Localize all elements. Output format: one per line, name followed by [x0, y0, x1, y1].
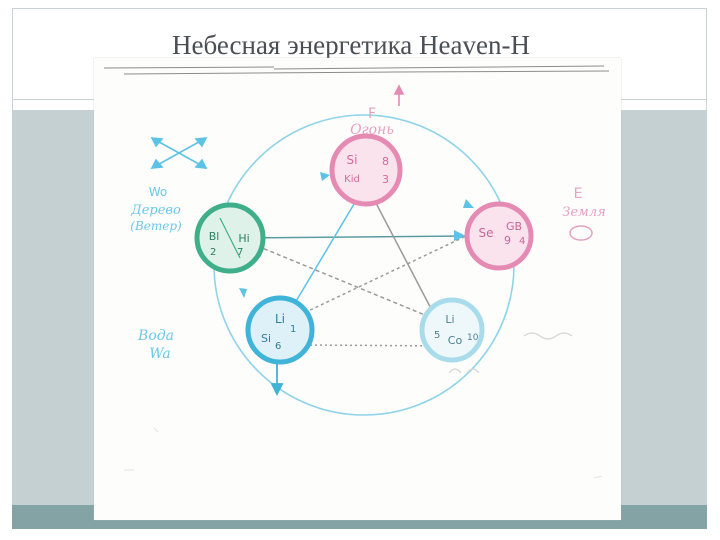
- earth-left-label: Se: [479, 226, 494, 240]
- metal-bottom-label: Co: [448, 334, 463, 347]
- slide-title: Небесная энергетика Heaven-H: [172, 30, 530, 60]
- fire-node: Si Kid 8 3: [329, 133, 403, 207]
- water-caption-word: Вода: [137, 328, 174, 344]
- fire-caption-letter: F: [368, 106, 376, 122]
- scan-lines: [103, 65, 610, 75]
- earth-node: Se GB 9 4: [464, 201, 534, 271]
- wood-node: Bl Hi 2 7: [194, 202, 266, 274]
- fire-caption-word: Огонь: [350, 122, 394, 138]
- wood-number-2: 7: [237, 247, 243, 258]
- water-top-label: Li: [275, 312, 285, 326]
- star-lines: [237, 183, 467, 347]
- earth-caption-word: Земля: [562, 205, 605, 220]
- water-node: Li Si 1 6: [245, 295, 315, 365]
- metal-top-label: Li: [445, 313, 454, 326]
- wood-caption-word: Дерево: [130, 203, 181, 218]
- metal-node: Li Co 5 10: [419, 297, 485, 363]
- diagram-photo: Si Kid 8 3 F Огонь Se GB 9 4 E Земля Li …: [94, 58, 621, 520]
- wood-right-label: Hi: [238, 232, 249, 245]
- earth-number-1: 9: [504, 234, 511, 247]
- fire-number-1: 8: [382, 155, 389, 168]
- five-elements-diagram: Si Kid 8 3 F Огонь Se GB 9 4 E Земля Li …: [103, 65, 610, 479]
- water-number-1: 1: [290, 324, 296, 335]
- fire-top-label: Si: [347, 153, 358, 167]
- wood-caption-sub: (Ветер): [130, 219, 182, 233]
- water-bottom-label: Si: [261, 332, 271, 345]
- metal-number-2: 10: [467, 333, 479, 343]
- cross-arrows-icon: [150, 137, 208, 169]
- earth-number-2: 4: [519, 236, 525, 247]
- fire-number-2: 3: [382, 173, 389, 186]
- earth-symbol-icon: [569, 225, 593, 241]
- earth-right-label: GB: [506, 220, 522, 233]
- metal-number-1: 5: [434, 330, 440, 341]
- earth-caption-letter: E: [574, 186, 583, 202]
- vertical-arrows: [393, 84, 405, 106]
- faint-marks: [124, 427, 603, 479]
- wood-number-1: 2: [210, 247, 216, 258]
- fire-bottom-label: Kid: [344, 174, 360, 185]
- wood-caption-letter: Wo: [149, 185, 168, 199]
- metal-faint-marks: [448, 332, 573, 374]
- water-caption-letter: Wa: [149, 346, 171, 362]
- wood-left-label: Bl: [209, 230, 220, 243]
- water-number-2: 6: [275, 341, 281, 352]
